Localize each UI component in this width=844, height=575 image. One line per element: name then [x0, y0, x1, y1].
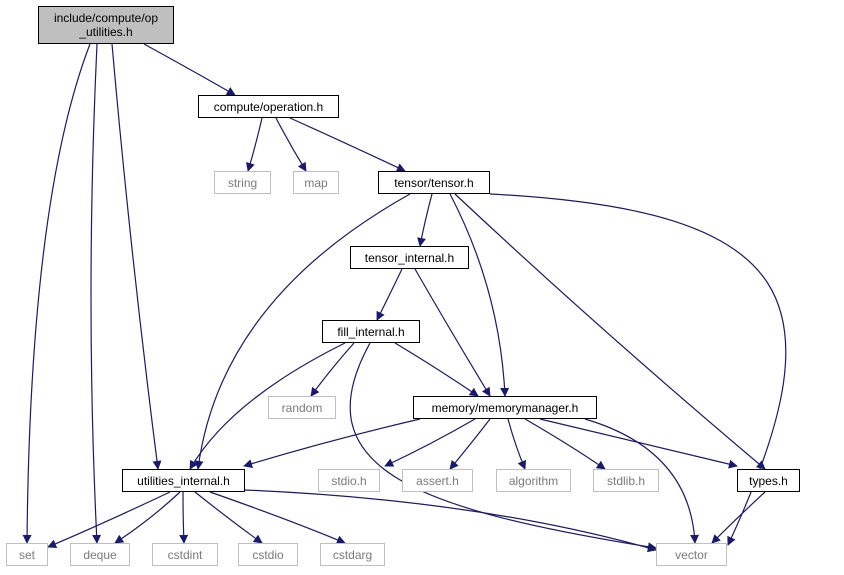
node-cstdint: cstdint	[152, 543, 218, 566]
node-stdio: stdio.h	[318, 469, 380, 492]
edge-utilities-internal-to-set	[47, 491, 171, 548]
edge-memorymanager-to-stdlib	[524, 418, 606, 470]
node-set: set	[6, 543, 48, 566]
edge-tensor-to-tensor-internal	[417, 193, 433, 247]
node-label: compute/operation.h	[213, 99, 324, 114]
node-assert: assert.h	[402, 469, 473, 492]
node-fill-internal[interactable]: fill_internal.h	[322, 320, 420, 343]
node-deque: deque	[70, 543, 130, 566]
node-types[interactable]: types.h	[737, 469, 800, 492]
edge-op-utilities-to-operation	[143, 43, 236, 96]
edge-operation-to-tensor	[289, 117, 406, 172]
edge-tensor-to-utilities-internal	[194, 193, 411, 470]
node-operation[interactable]: compute/operation.h	[198, 95, 339, 118]
edge-utilities-internal-to-cstdarg	[209, 491, 346, 545]
node-algorithm: algorithm	[496, 469, 571, 492]
edge-utilities-internal-to-cstdint	[179, 491, 189, 544]
node-tensor[interactable]: tensor/tensor.h	[378, 171, 490, 194]
node-label: utilities_internal.h	[137, 473, 230, 488]
node-label: types.h	[749, 473, 788, 488]
edge-operation-to-map	[275, 117, 307, 172]
node-string: string	[214, 171, 271, 194]
node-vector: vector	[656, 543, 727, 566]
node-label: stdio.h	[331, 473, 367, 488]
edge-utilities-internal-to-cstdio	[194, 491, 263, 544]
node-label: memory/memorymanager.h	[431, 400, 579, 415]
edge-memorymanager-to-stdio	[384, 418, 476, 467]
edge-fill-internal-to-vector	[349, 342, 657, 552]
edge-op-utilities-to-set	[22, 43, 91, 544]
edge-utilities-internal-to-vector	[244, 489, 657, 553]
node-label: cstdint	[167, 547, 203, 562]
edge-tensor-internal-to-memorymanager	[414, 268, 491, 397]
node-random: random	[268, 396, 336, 419]
edge-tensor-internal-to-fill-internal	[376, 268, 403, 321]
node-label: set	[18, 547, 35, 562]
node-label: algorithm	[508, 473, 559, 488]
node-label: vector	[675, 547, 708, 562]
edge-memorymanager-to-assert	[449, 418, 491, 470]
edge-memorymanager-to-utilities-internal	[243, 418, 421, 468]
edge-fill-internal-to-utilities-internal	[189, 342, 346, 470]
node-label: deque	[83, 547, 117, 562]
node-label: random	[281, 400, 323, 415]
node-label: include/compute/op	[53, 11, 159, 25]
node-label: assert.h	[416, 473, 459, 488]
edge-op-utilities-to-utilities-internal	[111, 43, 162, 470]
node-stdlib: stdlib.h	[593, 469, 659, 492]
node-label: string	[227, 175, 258, 190]
node-utilities-internal[interactable]: utilities_internal.h	[122, 469, 245, 492]
node-label: fill_internal.h	[337, 324, 405, 339]
node-map: map	[293, 171, 339, 194]
node-op-utilities[interactable]: include/compute/op_utilities.h	[38, 6, 174, 44]
edge-tensor-to-types	[454, 193, 766, 470]
edge-memorymanager-to-types	[539, 418, 738, 469]
edge-utilities-internal-to-deque	[114, 491, 181, 544]
edge-types-to-vector	[711, 491, 766, 544]
node-label: cstdarg	[332, 547, 373, 562]
edge-operation-to-string	[246, 117, 263, 172]
node-label: stdlib.h	[606, 473, 646, 488]
node-memorymanager[interactable]: memory/memorymanager.h	[413, 396, 597, 419]
edge-tensor-to-vector	[489, 193, 787, 546]
node-label: map	[304, 175, 328, 190]
edge-memorymanager-to-algorithm	[507, 418, 527, 470]
node-label: tensor_internal.h	[364, 250, 455, 265]
node-cstdio: cstdio	[238, 543, 298, 566]
node-label: _utilities.h	[79, 25, 133, 39]
node-label: tensor/tensor.h	[394, 175, 474, 190]
edge-op-utilities-to-deque	[90, 43, 102, 544]
edge-fill-internal-to-memorymanager	[394, 342, 479, 397]
edge-tensor-to-memorymanager	[449, 193, 510, 397]
node-label: cstdio	[252, 547, 284, 562]
edge-memorymanager-to-vector	[584, 418, 700, 544]
edge-fill-internal-to-random	[310, 342, 355, 397]
node-tensor-internal[interactable]: tensor_internal.h	[350, 246, 469, 269]
node-cstdarg: cstdarg	[320, 543, 385, 566]
